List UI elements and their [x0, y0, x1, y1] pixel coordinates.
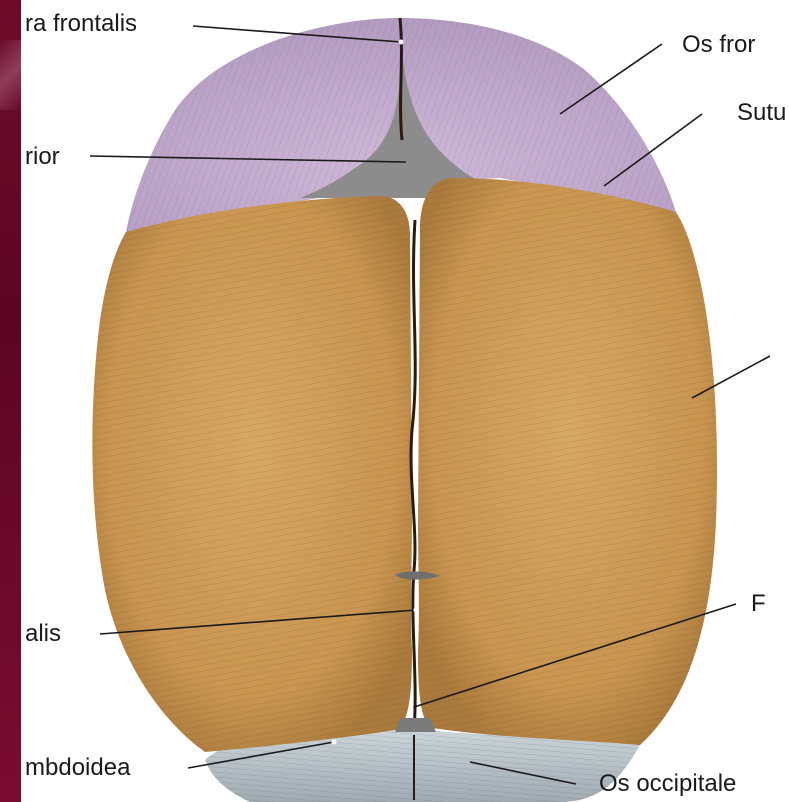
label-os-frontale: Os fror [682, 33, 755, 57]
label-sutura-lambdoidea: mbdoidea [25, 756, 130, 780]
marker-fonticulus-posterior [409, 706, 414, 711]
parietal-bone-right-texture [418, 178, 717, 745]
label-fonticulus-anterior: rior [25, 145, 60, 169]
label-os-occipitale: Os occipitale [599, 772, 736, 796]
marker-sutura-sagittalis [414, 608, 419, 613]
label-sutura-sagittalis: alis [25, 622, 61, 646]
marker-sutura-lambdoidea [332, 740, 337, 745]
label-sutura-frontalis: ra frontalis [25, 12, 137, 36]
parietal-bone-left-texture [92, 196, 412, 752]
label-fonticulus-posterior: F [751, 592, 766, 616]
marker-sutura-frontalis [399, 40, 404, 45]
label-sutura-coronalis: Sutu [737, 101, 786, 125]
fonticulus-lambda-shape [395, 718, 436, 732]
frontal-suture-line [400, 18, 402, 140]
